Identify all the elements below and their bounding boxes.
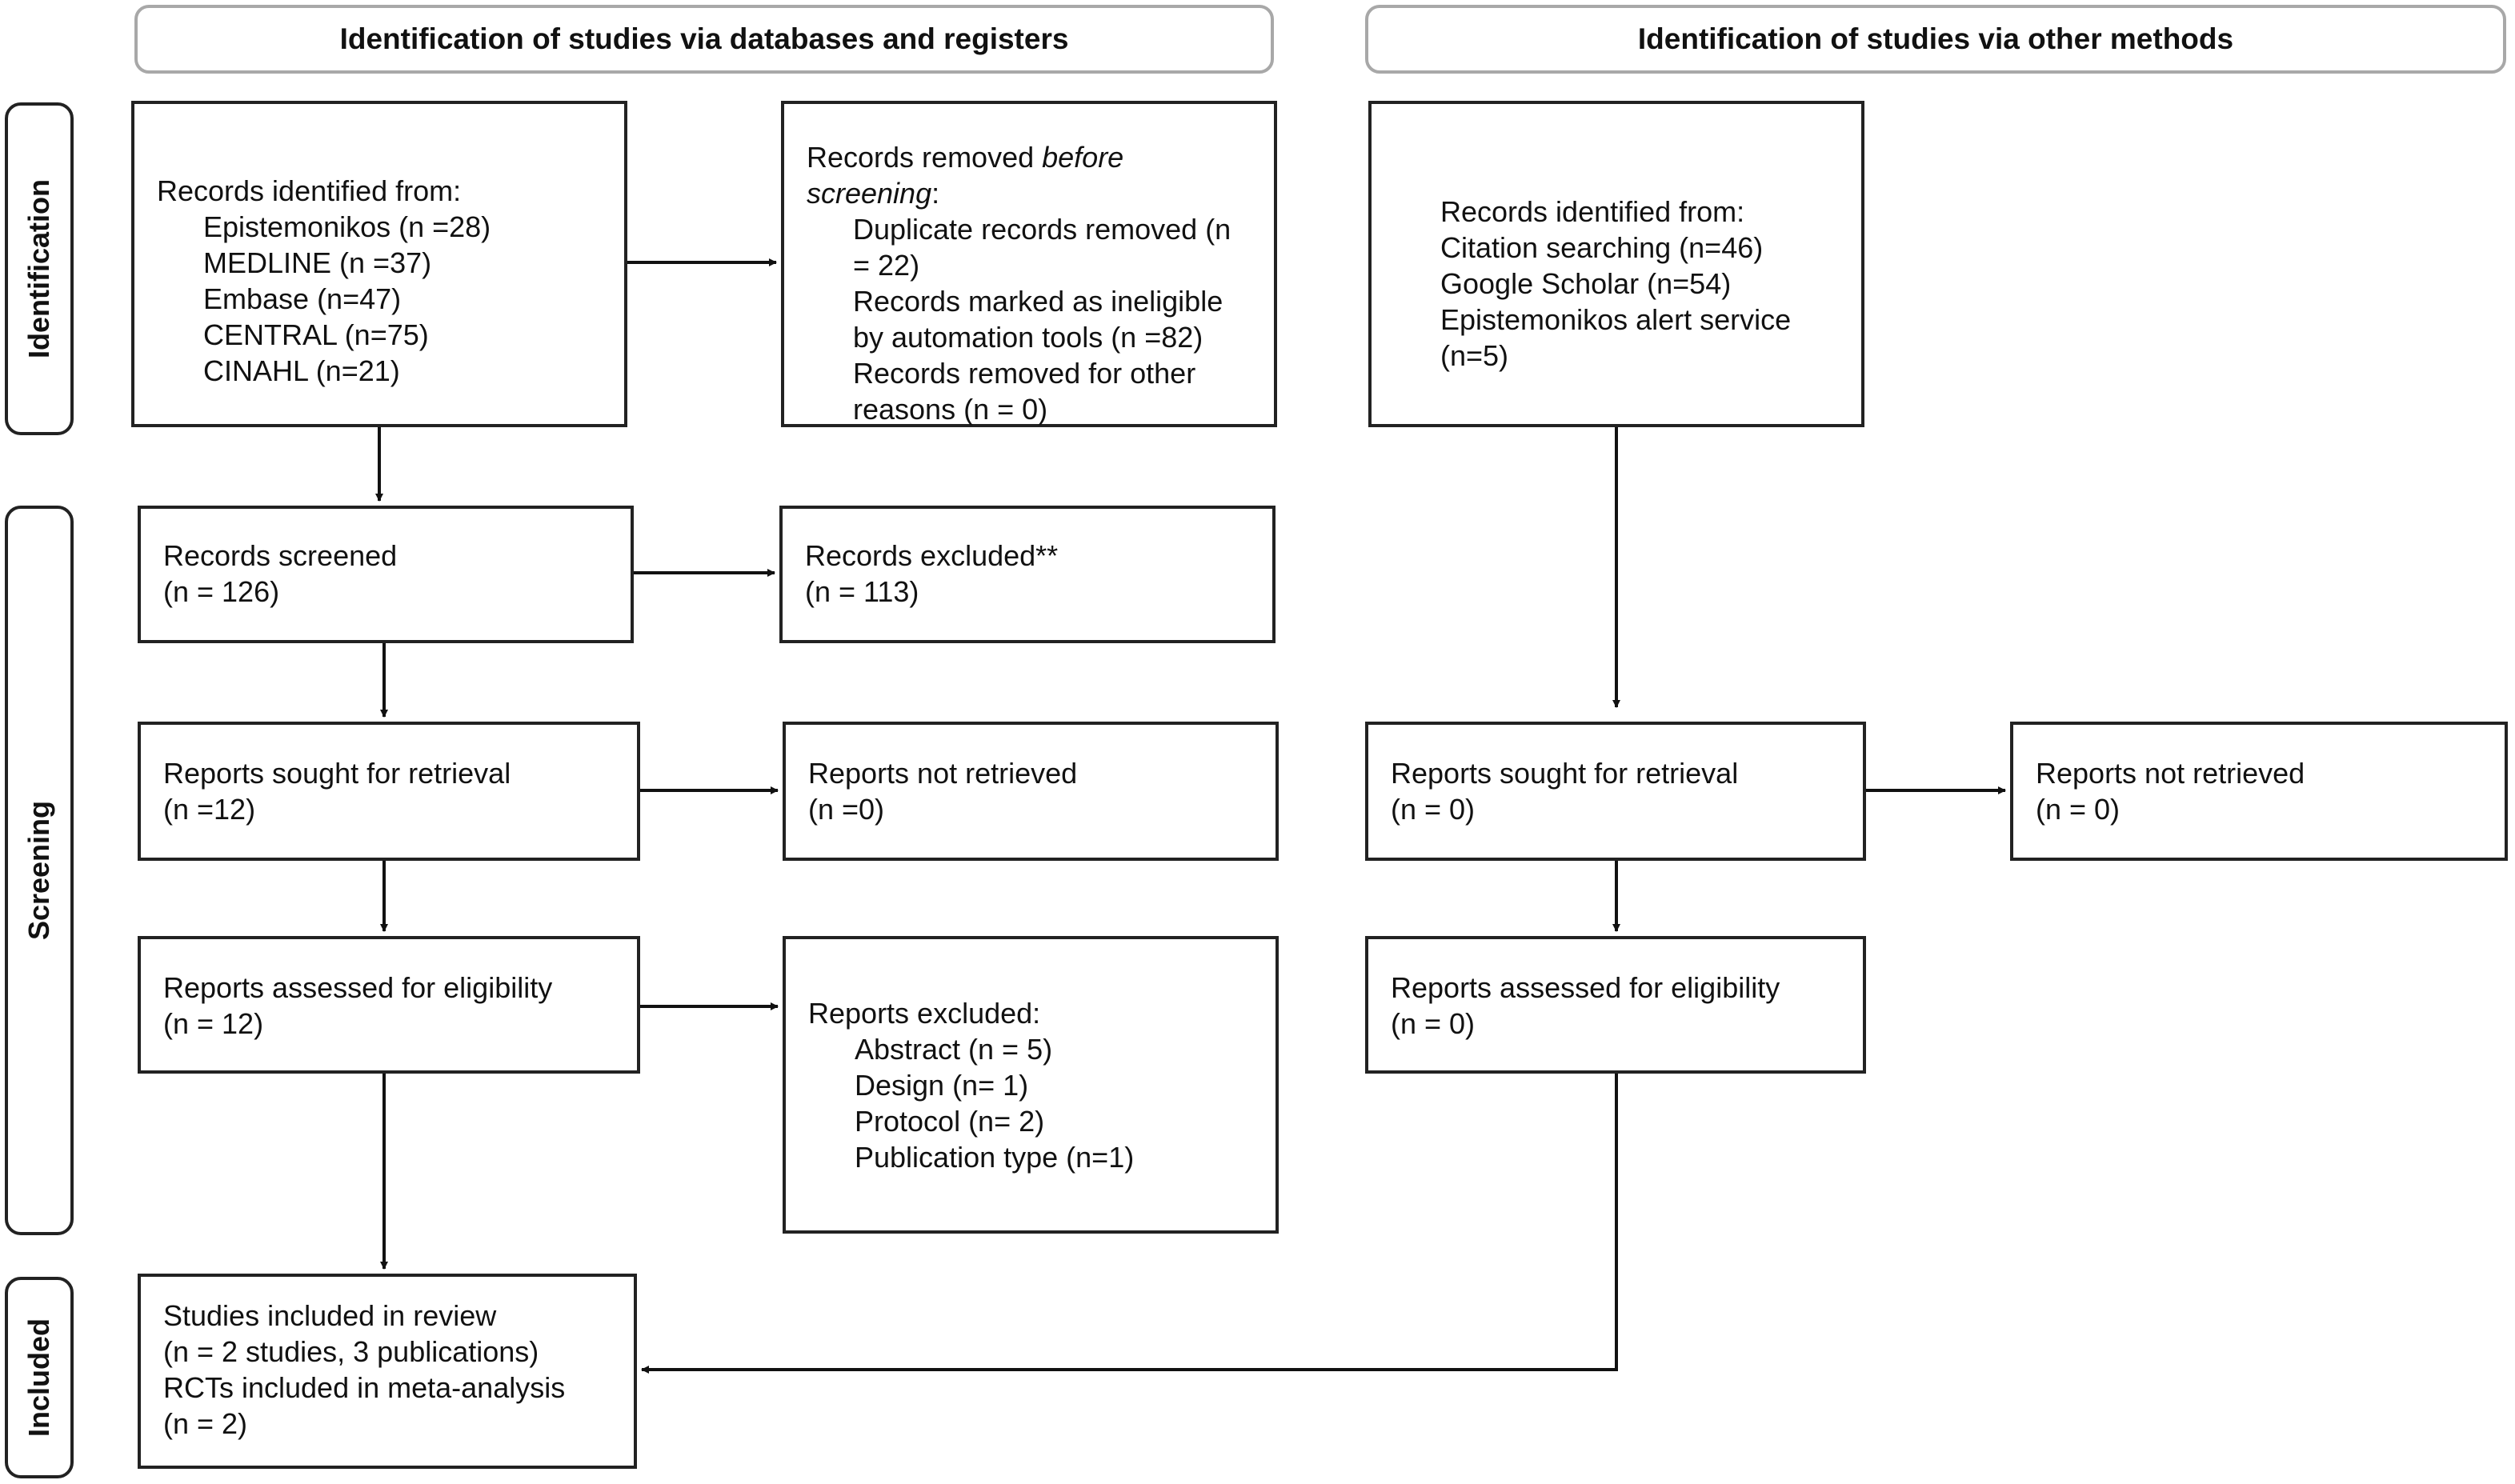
other-reports-not-retrieved-text: Reports not retrieved (n = 0) bbox=[2036, 757, 2305, 826]
studies-included-text: Studies included in review (n = 2 studie… bbox=[163, 1299, 566, 1440]
other-reports-sought-text: Reports sought for retrieval (n = 0) bbox=[1391, 757, 1739, 826]
db-records-excluded-text: Records excluded** (n = 113) bbox=[805, 539, 1059, 608]
db-records-removed-title-2: screening: bbox=[807, 177, 940, 210]
arrow-other-assessed-to-included bbox=[641, 1074, 1618, 1374]
other-records-identified-box bbox=[1368, 101, 1864, 427]
db-removed-line: reasons (n = 0) bbox=[853, 393, 1048, 426]
db-removed-line: Records removed for other bbox=[853, 357, 1196, 390]
db-removed-line: Duplicate records removed (n bbox=[853, 213, 1231, 246]
phase-identification: Identification bbox=[5, 102, 74, 435]
db-removed-line: Records marked as ineligible bbox=[853, 285, 1223, 318]
db-records-identified-title: Records identified from: bbox=[157, 174, 462, 207]
db-reports-not-retrieved-text: Reports not retrieved (n =0) bbox=[808, 757, 1078, 826]
other-reports-sought-box bbox=[1365, 722, 1866, 861]
db-reports-sought-box bbox=[138, 722, 640, 861]
db-records-removed-text: Records removed before screening: Duplic… bbox=[807, 139, 1231, 427]
db-records-screened-box bbox=[138, 506, 634, 643]
db-removed-line: = 22) bbox=[853, 249, 920, 282]
other-records-identified-text: Records identified from: Citation search… bbox=[1440, 195, 1792, 372]
db-reports-assessed-text: Reports assessed for eligibility (n = 12… bbox=[163, 971, 553, 1040]
phase-screening: Screening bbox=[5, 506, 74, 1235]
db-source-embase: Embase (n=47) bbox=[203, 282, 402, 315]
header-other-methods: Identification of studies via other meth… bbox=[1365, 5, 2506, 74]
studies-included-box bbox=[138, 1274, 637, 1469]
db-records-identified-text: Records identified from: Epistemonikos (… bbox=[157, 173, 491, 389]
other-reports-assessed-text: Reports assessed for eligibility (n = 0) bbox=[1391, 971, 1780, 1040]
db-source-medline: MEDLINE (n =37) bbox=[203, 246, 432, 279]
db-records-identified-box bbox=[131, 101, 627, 427]
db-reports-excluded-box bbox=[783, 936, 1279, 1234]
db-source-cinahl: CINAHL (n=21) bbox=[203, 354, 400, 387]
phase-included: Included bbox=[5, 1277, 74, 1478]
exclusion-design: Design (n= 1) bbox=[855, 1069, 1029, 1102]
exclusion-protocol: Protocol (n= 2) bbox=[855, 1105, 1045, 1138]
exclusion-publication-type: Publication type (n=1) bbox=[855, 1141, 1135, 1174]
db-reports-excluded-text: Reports excluded: Abstract (n = 5) Desig… bbox=[808, 997, 1135, 1174]
db-removed-line: by automation tools (n =82) bbox=[853, 321, 1203, 354]
db-records-excluded-box bbox=[779, 506, 1276, 643]
db-source-epistemonikos: Epistemonikos (n =28) bbox=[203, 210, 491, 243]
db-reports-sought-text: Reports sought for retrieval (n =12) bbox=[163, 757, 511, 826]
header-other-methods-label: Identification of studies via other meth… bbox=[1637, 22, 2234, 55]
db-reports-assessed-box bbox=[138, 936, 640, 1074]
other-reports-not-retrieved-box bbox=[2010, 722, 2508, 861]
header-databases: Identification of studies via databases … bbox=[134, 5, 1274, 74]
db-records-removed-box bbox=[781, 101, 1277, 427]
db-records-removed-title-1: Records removed before bbox=[807, 141, 1124, 174]
exclusion-abstract: Abstract (n = 5) bbox=[855, 1033, 1053, 1066]
db-reports-not-retrieved-box bbox=[783, 722, 1279, 861]
header-databases-label: Identification of studies via databases … bbox=[339, 22, 1069, 55]
db-source-central: CENTRAL (n=75) bbox=[203, 318, 429, 351]
other-reports-assessed-box bbox=[1365, 936, 1866, 1074]
db-records-screened-text: Records screened (n = 126) bbox=[163, 539, 398, 608]
